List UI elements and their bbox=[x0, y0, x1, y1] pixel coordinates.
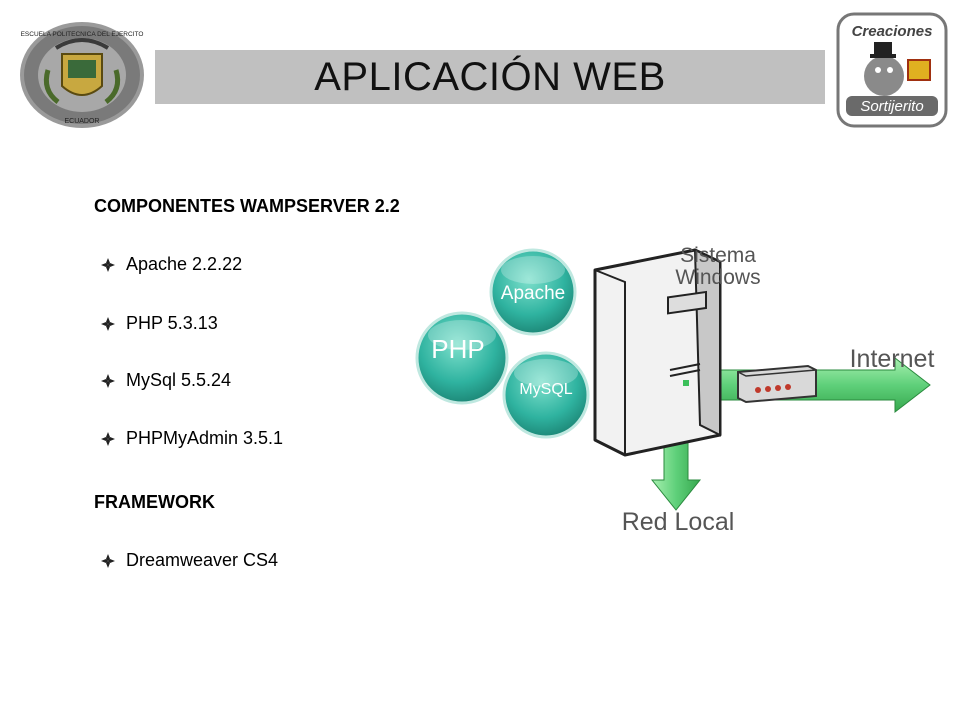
components-heading: COMPONENTES WAMPSERVER 2.2 bbox=[94, 196, 400, 216]
list-item: PHP 5.3.13 bbox=[100, 313, 218, 334]
os-label-line1: Sistema bbox=[680, 244, 756, 267]
diamond-bullet-icon bbox=[100, 316, 116, 332]
component-label: PHP 5.3.13 bbox=[126, 313, 218, 333]
mysql-bubble-label: MySQL bbox=[519, 381, 572, 398]
internet-label: Internet bbox=[850, 345, 935, 373]
framework-label: Dreamweaver CS4 bbox=[126, 550, 279, 570]
php-bubble-label: PHP bbox=[431, 334, 484, 364]
component-label: MySql 5.5.24 bbox=[126, 370, 232, 390]
component-label: Apache 2.2.22 bbox=[126, 254, 243, 274]
list-item: MySql 5.5.24 bbox=[100, 370, 231, 391]
right-logo: Creaciones Sortijerito bbox=[836, 12, 948, 128]
diamond-bullet-icon bbox=[100, 257, 116, 273]
diamond-bullet-icon bbox=[100, 431, 116, 447]
router-icon bbox=[737, 364, 817, 404]
list-item: PHPMyAdmin 3.5.1 bbox=[100, 428, 283, 449]
server-tower-icon bbox=[593, 248, 722, 457]
apache-bubble: Apache bbox=[489, 248, 577, 336]
list-item: Apache 2.2.22 bbox=[100, 254, 242, 275]
diamond-bullet-icon bbox=[100, 373, 116, 389]
mysql-bubble: MySQL bbox=[502, 351, 590, 439]
php-bubble: PHP bbox=[415, 311, 509, 405]
left-logo: ECUADOR ESCUELA POLITECNICA DEL EJERCITO bbox=[18, 20, 146, 130]
slide-title: APLICACIÓN WEB bbox=[314, 55, 666, 99]
right-logo-text-bottom: Sortijerito bbox=[860, 98, 923, 115]
os-label-line2: Windows bbox=[675, 266, 760, 289]
list-item: Dreamweaver CS4 bbox=[100, 550, 278, 571]
local-network-label: Red Local bbox=[622, 508, 735, 536]
component-label: PHPMyAdmin 3.5.1 bbox=[126, 428, 284, 448]
left-logo-ring-bottom: ECUADOR bbox=[64, 118, 99, 125]
title-bar bbox=[155, 50, 825, 104]
left-logo-ring-top: ESCUELA POLITECNICA DEL EJERCITO bbox=[21, 31, 144, 38]
architecture-diagram: Apache PHP MySQL Sistema Windows Interne… bbox=[415, 244, 935, 536]
framework-heading: FRAMEWORK bbox=[94, 492, 215, 512]
diamond-bullet-icon bbox=[100, 553, 116, 569]
right-logo-text-top: Creaciones bbox=[852, 23, 933, 40]
apache-bubble-label: Apache bbox=[501, 283, 565, 304]
